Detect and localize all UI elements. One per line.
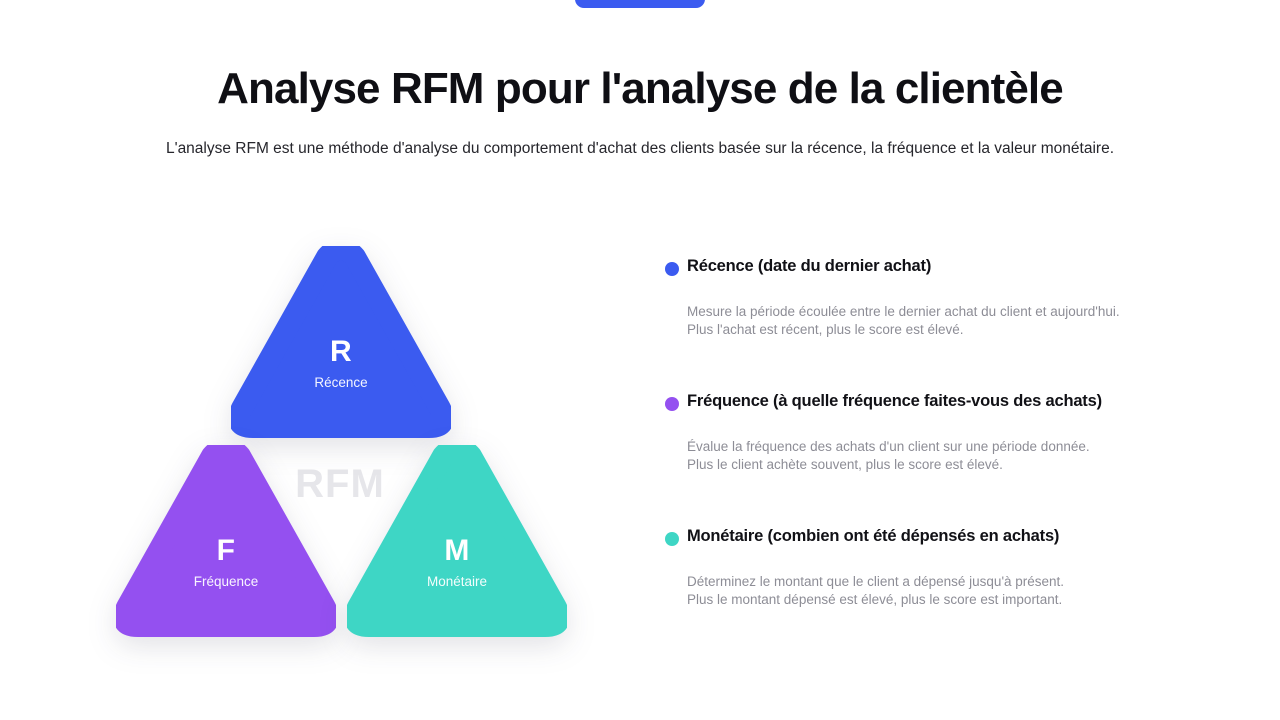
triangle-monetaire-shape <box>347 445 567 640</box>
triangle-frequence-letter: F <box>216 534 236 567</box>
legend-title-frequence: Fréquence (à quelle fréquence faites-vou… <box>687 392 1102 410</box>
triangle-recence[interactable]: R Récence <box>231 246 451 441</box>
triangle-frequence-text: F Fréquence <box>116 535 336 590</box>
triangle-monetaire-label: Monétaire <box>426 574 488 589</box>
bullet-dot-icon-monetaire <box>665 532 679 546</box>
triangle-recence-letter: R <box>330 335 352 368</box>
page-title: Analyse RFM pour l'analyse de la clientè… <box>217 64 1064 113</box>
bullet-dot-icon-recence <box>665 262 679 276</box>
triangle-monetaire[interactable]: M Monétaire <box>347 445 567 640</box>
top-action-pill-button[interactable] <box>575 0 705 8</box>
legend-item-recence[interactable]: Récence (date du dernier achat) Mesure l… <box>640 255 1280 339</box>
page-subtitle: L'analyse RFM est une méthode d'analyse … <box>165 140 1115 157</box>
header: Analyse RFM pour l'analyse de la clientè… <box>0 0 1280 160</box>
triangle-monetaire-text: M Monétaire <box>347 535 567 590</box>
legend-description-frequence: Évalue la fréquence des achats d'un clie… <box>687 439 1090 472</box>
rfm-watermark-label: RFM <box>295 462 385 506</box>
legend-column: Récence (date du dernier achat) Mesure l… <box>640 215 1280 720</box>
legend-item-frequence[interactable]: Fréquence (à quelle fréquence faites-vou… <box>640 390 1280 474</box>
triangle-frequence[interactable]: F Fréquence <box>116 445 336 640</box>
triangle-recence-label: Récence <box>314 375 368 390</box>
triangle-recence-text: R Récence <box>231 336 451 391</box>
triangle-monetaire-letter: M <box>444 534 470 567</box>
legend-description-monetaire: Déterminez le montant que le client a dé… <box>687 574 1065 607</box>
diagram-column: RFM R Récence <box>0 215 640 720</box>
legend-title-recence: Récence (date du dernier achat) <box>687 257 932 275</box>
legend-description-recence: Mesure la période écoulée entre le derni… <box>687 304 1120 337</box>
triangle-frequence-shape <box>116 445 336 640</box>
content-area: RFM R Récence <box>0 215 1280 720</box>
legend-title-monetaire: Monétaire (combien ont été dépensés en a… <box>687 527 1060 545</box>
rfm-triangle-diagram: RFM R Récence <box>100 240 580 670</box>
triangle-frequence-label: Fréquence <box>193 574 259 589</box>
legend-item-monetaire[interactable]: Monétaire (combien ont été dépensés en a… <box>640 525 1280 609</box>
triangle-recence-shape <box>231 246 451 441</box>
bullet-dot-icon-frequence <box>665 397 679 411</box>
